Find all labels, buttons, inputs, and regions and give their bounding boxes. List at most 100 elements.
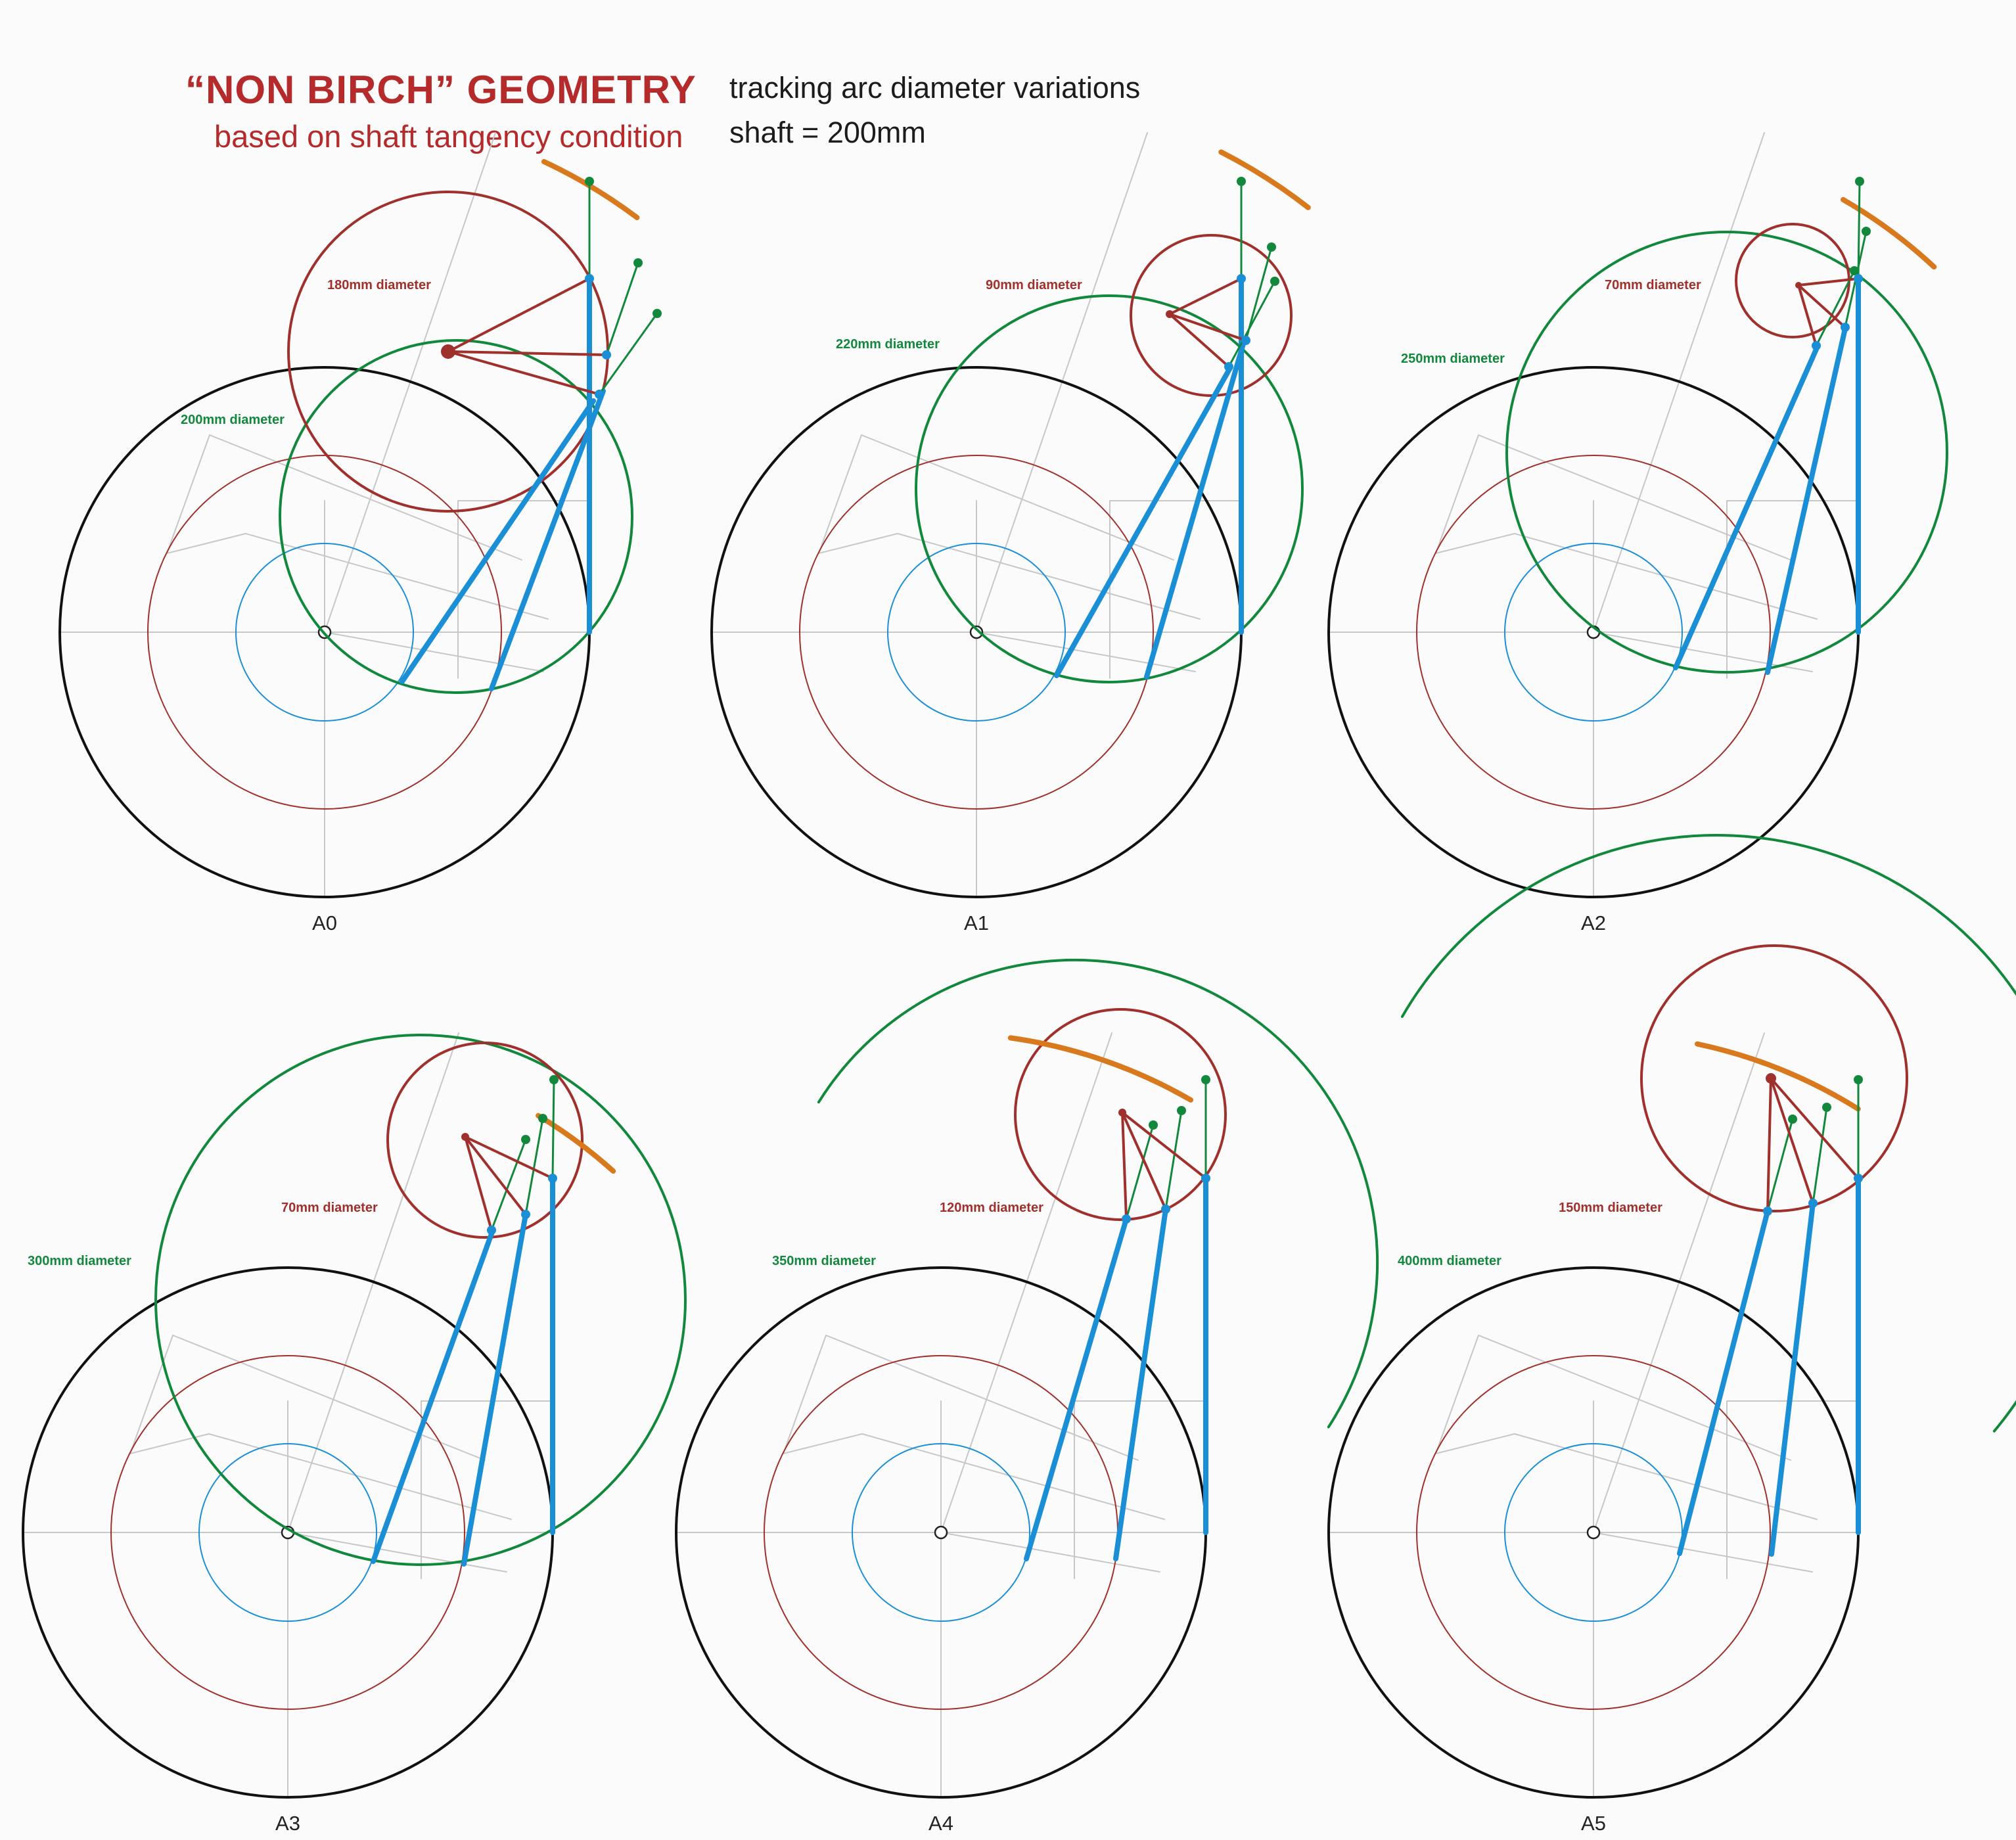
arm-spoke xyxy=(1766,1077,1772,1212)
pivot-point xyxy=(602,350,611,359)
tracking-point xyxy=(653,309,662,318)
tracking-circle xyxy=(817,958,1379,1429)
tracking-circle xyxy=(1505,231,1948,674)
construction-line xyxy=(166,533,246,554)
outer-groove-circle xyxy=(799,455,1154,810)
tracking-link xyxy=(1815,269,1856,347)
tracking-point xyxy=(585,177,594,186)
construction-line xyxy=(897,533,1201,620)
arm-spoke xyxy=(1770,1077,1860,1180)
arm-spoke xyxy=(1121,1111,1207,1180)
arm-circle xyxy=(386,1042,584,1239)
tracking-point xyxy=(1201,1075,1210,1084)
arm-spoke xyxy=(1770,1077,1814,1205)
arm-diameter-label: 120mm diameter xyxy=(940,1201,1043,1215)
pivot-point xyxy=(1237,274,1246,283)
tracking-circle xyxy=(154,1034,687,1566)
construction-line xyxy=(818,434,862,554)
tracking-link xyxy=(524,1117,544,1216)
spindle-marker xyxy=(934,1525,948,1540)
arm-spoke xyxy=(1797,284,1846,329)
tracking-point xyxy=(538,1114,547,1123)
tracking-point xyxy=(549,1075,559,1084)
tracking-diameter-label: 250mm diameter xyxy=(1401,352,1505,366)
construction-line xyxy=(166,434,210,554)
outer-groove-circle xyxy=(147,455,502,810)
tonearm-link xyxy=(461,1212,528,1567)
arm-spoke xyxy=(1121,1111,1128,1220)
arm-circle xyxy=(1640,944,1908,1212)
inner-groove-circle xyxy=(1504,1443,1683,1622)
tracking-point xyxy=(1267,242,1276,252)
tracking-arc xyxy=(1841,196,1937,270)
construction-line xyxy=(861,434,1174,561)
pivot-point xyxy=(1841,323,1850,332)
tracking-point xyxy=(1822,1103,1831,1112)
construction-line xyxy=(1478,434,1791,561)
tonearm-link xyxy=(400,398,596,684)
arm-hub xyxy=(441,344,455,359)
arm-hub xyxy=(1118,1109,1126,1116)
tracking-diameter-label: 300mm diameter xyxy=(28,1254,131,1268)
tracking-point xyxy=(1788,1115,1797,1124)
arm-hub xyxy=(1166,310,1174,318)
arm-spoke xyxy=(464,1136,554,1180)
arm-diameter-label: 90mm diameter xyxy=(986,278,1082,292)
tonearm-link xyxy=(1024,1216,1129,1561)
arm-spoke xyxy=(447,350,608,356)
tonearm-link xyxy=(1673,344,1820,670)
tracking-point xyxy=(1270,277,1279,286)
pivot-point xyxy=(1808,1199,1818,1208)
pivot-point xyxy=(1854,274,1863,283)
construction-line xyxy=(1435,1335,1479,1454)
tracking-link xyxy=(1164,1109,1183,1210)
tracking-diameter-label: 400mm diameter xyxy=(1398,1254,1501,1268)
outer-groove-circle xyxy=(1416,455,1771,810)
construction-line xyxy=(1435,533,1515,554)
construction-line xyxy=(818,533,898,554)
outer-groove-circle xyxy=(110,1355,465,1710)
tonearm-link xyxy=(1144,339,1247,679)
construction-line xyxy=(1593,632,1813,672)
tracking-link xyxy=(1125,1124,1155,1220)
construction-line xyxy=(1514,1433,1818,1520)
tonearm-link xyxy=(489,388,606,691)
tracking-point xyxy=(1854,1075,1863,1084)
tracking-arc xyxy=(1007,1035,1193,1103)
construction-line xyxy=(1593,1532,1813,1573)
tonearm-link xyxy=(1677,1208,1770,1556)
arm-spoke xyxy=(464,1136,493,1231)
pivot-point xyxy=(1812,341,1821,350)
panel-caption: A5 xyxy=(1581,1812,1606,1835)
arm-spoke xyxy=(1797,277,1860,287)
tracking-link xyxy=(490,1138,527,1231)
tracking-link xyxy=(1245,246,1273,342)
construction-line xyxy=(209,434,522,561)
construction-line xyxy=(783,1335,827,1454)
pivot-point xyxy=(1122,1214,1131,1224)
construction-line xyxy=(1435,434,1479,554)
pivot-point xyxy=(1763,1207,1772,1216)
tracking-point xyxy=(1850,266,1859,275)
panel-caption: A1 xyxy=(964,911,989,934)
pivot-point xyxy=(1161,1205,1170,1214)
arm-diameter-label: 180mm diameter xyxy=(327,278,431,292)
panel-caption: A2 xyxy=(1581,911,1606,934)
tracking-point xyxy=(633,258,643,267)
construction-line xyxy=(129,1433,210,1454)
pivot-point xyxy=(487,1226,496,1235)
construction-line xyxy=(976,632,1196,672)
panel-a2: A2 250mm diameter 70mm diameter xyxy=(1327,132,1948,934)
tracking-arc xyxy=(1218,149,1311,210)
arm-hub xyxy=(1766,1073,1776,1084)
spindle-marker xyxy=(1586,1525,1601,1540)
tonearm-link xyxy=(1765,326,1848,675)
arm-hub xyxy=(1795,282,1802,288)
tonearm-link xyxy=(371,1228,495,1564)
arm-diameter-label: 70mm diameter xyxy=(1605,278,1701,292)
